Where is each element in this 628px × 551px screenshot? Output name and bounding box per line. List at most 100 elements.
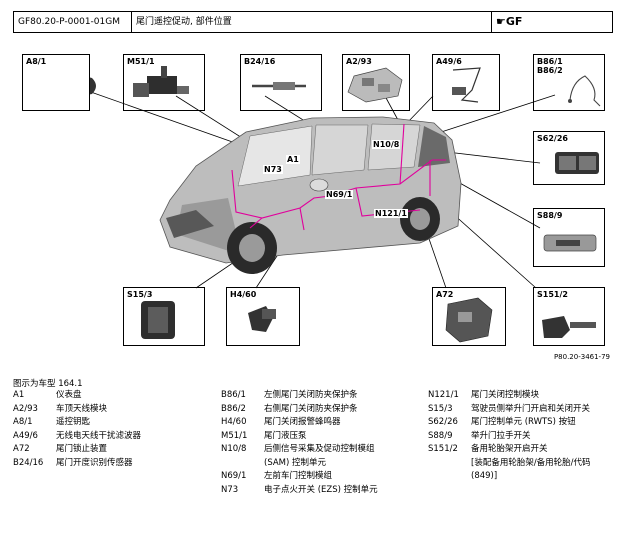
callout-a2-93: A2/93 [342, 54, 410, 111]
legend-row: B24/16 尾门开度识别传感器 [13, 457, 206, 471]
car-label-a1: A1 [286, 155, 300, 164]
callout-label: S88/9 [537, 211, 563, 220]
legend-desc: 无线电天线干扰滤波器 [56, 430, 142, 441]
legend-desc: 举升门拉手开关 [471, 430, 531, 441]
car-label-n73: N73 [263, 165, 283, 174]
legend-code: B86/2 [221, 403, 246, 414]
legend-row: A1 仪表盘 [13, 389, 206, 403]
legend-row: N73 电子点火开关 (EZS) 控制单元 [221, 484, 414, 498]
legend-code: B86/1 [221, 390, 246, 400]
legend-desc: 车顶天线模块 [56, 403, 108, 414]
legend-desc: 后侧信号采集及促动控制模组 [264, 444, 375, 454]
pinch-strip-icon [568, 75, 601, 107]
legend-desc: 尾门锁止装置 [56, 444, 108, 454]
header-bar: GF80.20-P-0001-01GM 尾门遥控促动, 部件位置 ☛GF [13, 11, 613, 33]
legend-desc: 尾门关闭控制模块 [471, 390, 540, 400]
legend-code [221, 457, 264, 471]
buzzer-icon [248, 306, 276, 332]
legend-code: S88/9 [428, 430, 453, 441]
legend-row: M51/1 尾门液压泵 [221, 430, 414, 444]
legend-code [428, 457, 471, 471]
legend-row: H4/60 尾门关闭报警蜂鸣器 [221, 416, 414, 430]
figure-caption: 图示为车型 164.1 [13, 379, 83, 389]
callout-s15-3: S15/3 [123, 287, 205, 346]
legend-code: B24/16 [13, 457, 44, 468]
callout-label: B24/16 [244, 57, 276, 66]
figure-reference: P80.20-3461-79 [553, 353, 610, 361]
interference-filter-icon [452, 67, 481, 103]
legend-desc: 尾门液压泵 [264, 430, 307, 441]
legend-code: M51/1 [221, 430, 248, 441]
roof-antenna-icon [347, 67, 403, 103]
legend-code: A72 [13, 444, 30, 454]
callout-label: A72 [436, 290, 454, 299]
vehicle-illustration [159, 116, 462, 274]
legend-row: (SAM) 控制单元 [221, 457, 414, 471]
legend-code: N10/8 [221, 444, 247, 454]
legend-desc: (SAM) 控制单元 [264, 457, 327, 468]
legend-code: A1 [13, 390, 25, 400]
legend-desc: 遥控钥匙 [56, 417, 91, 427]
legend-row: A8/1 遥控钥匙 [13, 416, 206, 430]
callout-a72: A72 [432, 287, 506, 346]
legend-row: (849)] [428, 470, 621, 484]
gf-logo: ☛GF [496, 15, 523, 28]
opening-sensor-icon [252, 82, 306, 90]
doc-id: GF80.20-P-0001-01GM [14, 12, 132, 32]
legend-desc: (849)] [471, 471, 498, 481]
legend-code: S15/3 [428, 403, 453, 414]
callout-s151-2: S151/2 [533, 287, 605, 346]
legend-row: A72 尾门锁止装置 [13, 443, 206, 457]
car-label-n10-8: N10/8 [372, 140, 401, 149]
legend-row: N10/8 后侧信号采集及促动控制模组 [221, 443, 414, 457]
callout-a49-6: A49/6 [432, 54, 500, 111]
component-icons [32, 66, 601, 343]
legend-row: N121/1 尾门关闭控制模块 [428, 389, 621, 403]
legend-column-2: B86/1 左侧尾门关闭防夹保护条 B86/2 右侧尾门关闭防夹保护条 H4/60 尾门关… [221, 389, 414, 497]
legend-code: S151/2 [428, 444, 458, 454]
callout-s88-9: S88/9 [533, 208, 605, 267]
diagram-svg [32, 66, 601, 343]
legend-code: N69/1 [221, 471, 247, 481]
legend-row: A2/93 车顶天线模块 [13, 403, 206, 417]
callout-b86-1-b86-2: B86/1 B86/2 [533, 54, 605, 111]
rwts-button-icon [555, 152, 599, 174]
legend-desc: 右侧尾门关闭防夹保护条 [264, 403, 358, 414]
callout-label: S151/2 [537, 290, 568, 299]
legend-row: S88/9 举升门拉手开关 [428, 430, 621, 444]
doc-title: 尾门遥控促动, 部件位置 [132, 12, 492, 32]
legend-code: A2/93 [13, 403, 38, 414]
liftgate-handle-icon [543, 234, 597, 252]
callout-s62-26: S62/26 [533, 131, 605, 185]
callout-label: A2/93 [346, 57, 372, 66]
hydraulic-pump-icon [133, 66, 189, 97]
callout-h4-60: H4/60 [226, 287, 300, 346]
legend-code: A8/1 [13, 417, 33, 427]
legend-desc: 尾门关闭报警蜂鸣器 [264, 417, 341, 427]
legend-code: S62/26 [428, 417, 458, 427]
legend-desc: 电子点火开关 (EZS) 控制单元 [264, 484, 378, 495]
legend-desc: 仪表盘 [56, 390, 82, 400]
car-label-n69-1: N69/1 [325, 190, 354, 199]
legend-row: B86/2 右侧尾门关闭防夹保护条 [221, 403, 414, 417]
legend-code: N121/1 [428, 390, 459, 400]
legend-desc: [装配备用轮胎架/备用轮胎/代码 [471, 457, 591, 468]
legend-desc: 左侧尾门关闭防夹保护条 [264, 390, 358, 400]
legend-code [428, 470, 471, 484]
legend-code: N73 [221, 484, 239, 495]
callout-label: A8/1 [26, 57, 47, 66]
callout-a8-1: A8/1 [22, 54, 90, 111]
car-label-n121-1: N121/1 [374, 209, 408, 218]
callout-label: B86/1 B86/2 [537, 57, 563, 75]
legend-code: H4/60 [221, 417, 247, 427]
legend-desc: 尾门开度识别传感器 [56, 457, 133, 468]
callout-m51-1: M51/1 [123, 54, 205, 111]
callout-label: S15/3 [127, 290, 153, 299]
driver-switch-icon [141, 301, 175, 339]
